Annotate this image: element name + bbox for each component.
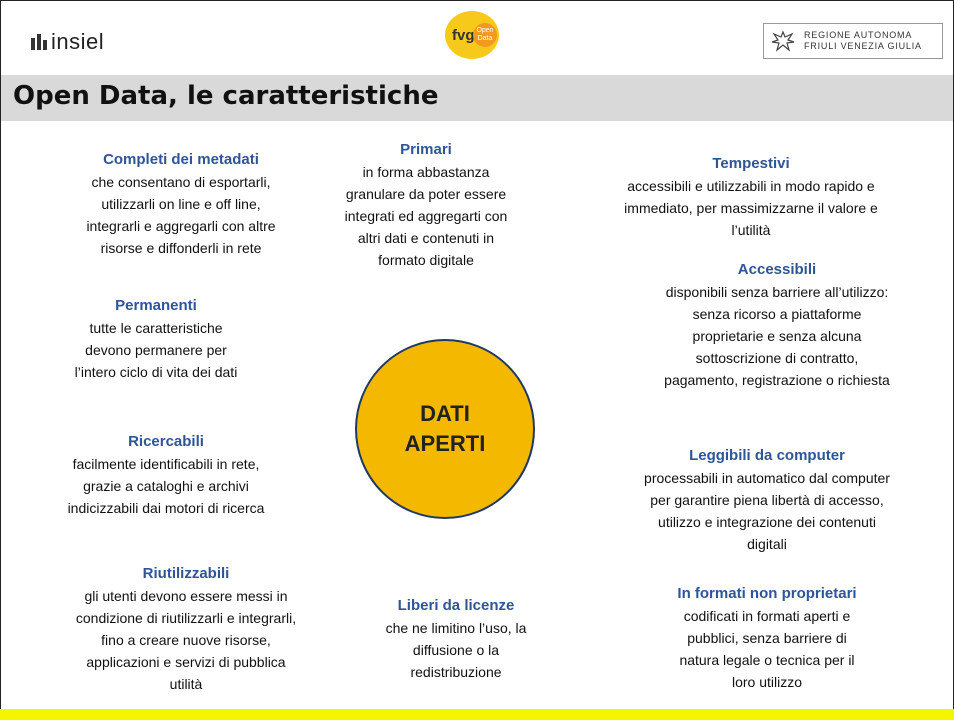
item-heading: Permanenti bbox=[115, 297, 197, 314]
eagle-icon bbox=[771, 30, 795, 52]
item-text-line: senza ricorso a piattaforme bbox=[692, 306, 862, 322]
center-line1: DATI bbox=[420, 401, 470, 426]
item-completi: Completi dei metadati che consentano di … bbox=[31, 149, 331, 259]
item-text-line: integrarli e aggregarli con altre bbox=[86, 218, 276, 234]
fvg-open-data-logo: fvg Open Data bbox=[445, 11, 499, 59]
item-text-line: pubblici, senza barriere di bbox=[687, 630, 847, 646]
slide-title: Open Data, le caratteristiche bbox=[13, 81, 439, 111]
item-heading: Completi dei metadati bbox=[103, 151, 259, 168]
item-text-line: immediato, per massimizzarne il valore e bbox=[624, 200, 878, 216]
item-text-line: che ne limitino l’uso, la bbox=[385, 620, 527, 636]
center-line2: APERTI bbox=[404, 431, 486, 456]
item-text-line: facilmente identificabili in rete, bbox=[72, 456, 260, 472]
item-text-line: altri dati e contenuti in bbox=[357, 230, 495, 246]
open-data-badge-line2: Data bbox=[477, 35, 493, 42]
item-leggibili: Leggibili da computer processabili in au… bbox=[597, 445, 937, 555]
item-text-line: l’utilità bbox=[731, 222, 771, 238]
item-primari: Primari in forma abbastanza granulare da… bbox=[301, 139, 551, 271]
item-text-line: indicizzabili dai motori di ricerca bbox=[67, 500, 265, 516]
footer-bar bbox=[0, 709, 954, 720]
regione-line2: FRIULI VENEZIA GIULIA bbox=[804, 41, 922, 51]
item-text-line: che consentano di esportarli, bbox=[91, 174, 271, 190]
item-heading: Liberi da licenze bbox=[397, 597, 515, 614]
item-accessibili: Accessibili disponibili senza barriere a… bbox=[627, 259, 927, 391]
item-text-line: diffusione o la bbox=[412, 642, 500, 658]
item-text-line: sottoscrizione di contratto, bbox=[695, 350, 859, 366]
item-text-line: applicazioni e servizi di pubblica bbox=[86, 654, 286, 670]
item-text-line: proprietarie e senza alcuna bbox=[692, 328, 862, 344]
item-text-line: codificati in formati aperti e bbox=[683, 608, 851, 624]
item-ricercabili: Ricercabili facilmente identificabili in… bbox=[21, 431, 311, 519]
item-text-line: per garantire piena libertà di accesso, bbox=[650, 492, 884, 508]
insiel-logo: insiel bbox=[31, 29, 104, 55]
item-text-line: condizione di riutilizzarli e integrarli… bbox=[75, 610, 297, 626]
item-text-line: in forma abbastanza bbox=[362, 164, 490, 180]
item-text-line: grazie a cataloghi e archivi bbox=[83, 478, 249, 494]
open-data-badge: Open Data bbox=[473, 23, 497, 47]
item-text-line: fino a creare nuove risorse, bbox=[101, 632, 271, 648]
item-text-line: natura legale o tecnica per il bbox=[679, 652, 855, 668]
item-text-line: utilizzo e integrazione dei contenuti bbox=[658, 514, 876, 530]
item-heading: Accessibili bbox=[737, 261, 817, 278]
item-heading: In formati non proprietari bbox=[677, 585, 857, 602]
item-text-line: devono permanere per bbox=[85, 342, 227, 358]
item-heading: Riutilizzabili bbox=[142, 565, 230, 582]
fvg-logo-text: fvg bbox=[452, 26, 475, 44]
item-text-line: accessibili e utilizzabili in modo rapid… bbox=[627, 178, 875, 194]
item-text-line: formato digitale bbox=[378, 252, 474, 268]
item-text-line: loro utilizzo bbox=[731, 674, 803, 690]
item-text-line: integrati ed aggregarti con bbox=[344, 208, 508, 224]
regione-line1: REGIONE AUTONOMA bbox=[804, 30, 913, 40]
item-text-line: utilizzarli on line e off line, bbox=[101, 196, 261, 212]
open-data-badge-line1: Open bbox=[476, 27, 494, 34]
item-tempestivi: Tempestivi accessibili e utilizzabili in… bbox=[581, 153, 921, 241]
item-text-line: tutte le caratteristiche bbox=[89, 320, 223, 336]
insiel-mark-icon bbox=[31, 34, 47, 50]
item-text-line: l’intero ciclo di vita dei dati bbox=[74, 364, 238, 380]
item-heading: Primari bbox=[400, 141, 452, 158]
title-bar: Open Data, le caratteristiche bbox=[1, 75, 953, 121]
item-text-line: risorse e diffonderli in rete bbox=[100, 240, 262, 256]
item-heading: Ricercabili bbox=[128, 433, 204, 450]
item-text-line: disponibili senza barriere all’utilizzo: bbox=[665, 284, 889, 300]
item-permanenti: Permanenti tutte le caratteristiche devo… bbox=[31, 295, 281, 383]
insiel-logo-text: insiel bbox=[51, 29, 105, 54]
regione-logo: REGIONE AUTONOMA FRIULI VENEZIA GIULIA bbox=[763, 23, 943, 59]
item-formati: In formati non proprietari codificati in… bbox=[627, 583, 907, 693]
item-text-line: gli utenti devono essere messi in bbox=[84, 588, 288, 604]
item-text-line: digitali bbox=[747, 536, 787, 552]
item-text-line: processabili in automatico dal computer bbox=[644, 470, 890, 486]
item-text-line: redistribuzione bbox=[410, 664, 502, 680]
item-text-line: utilità bbox=[169, 676, 203, 692]
item-text-line: granulare da poter essere bbox=[345, 186, 507, 202]
item-heading: Leggibili da computer bbox=[689, 447, 845, 464]
item-heading: Tempestivi bbox=[712, 155, 790, 172]
center-circle: DATI APERTI bbox=[355, 339, 535, 519]
item-riutilizzabili: Riutilizzabili gli utenti devono essere … bbox=[31, 563, 341, 695]
item-liberi: Liberi da licenze che ne limitino l’uso,… bbox=[351, 595, 561, 683]
item-text-line: pagamento, registrazione o richiesta bbox=[664, 372, 890, 388]
